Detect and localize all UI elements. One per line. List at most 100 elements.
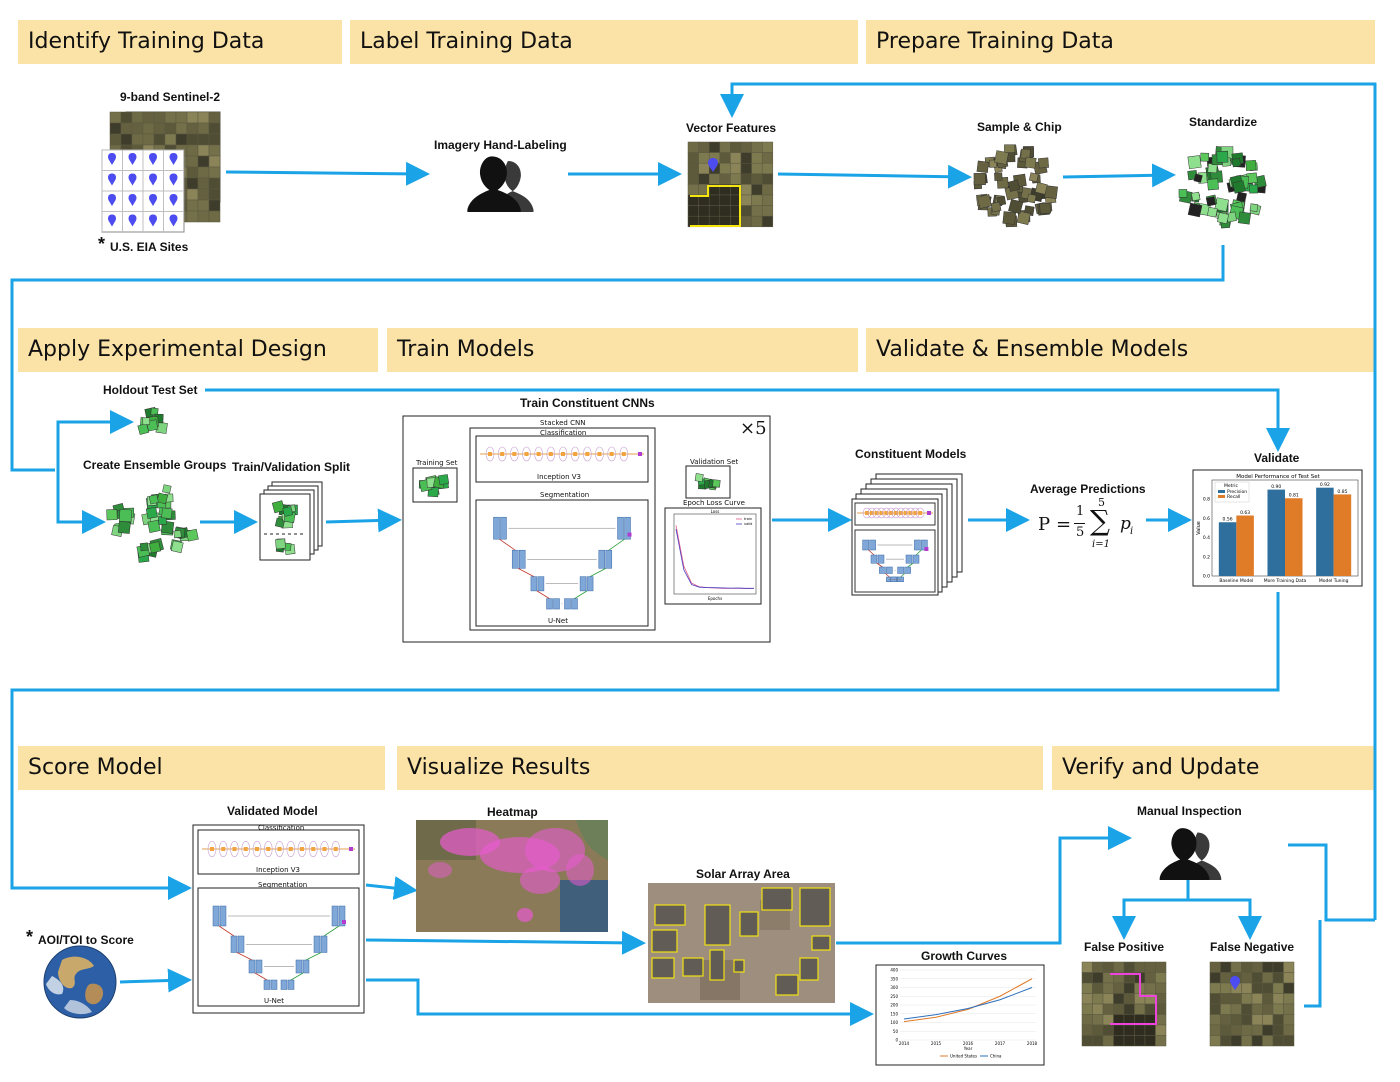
- growth-ytick: 150: [890, 1011, 898, 1016]
- loss-legend-label: valid: [744, 522, 752, 526]
- standardize-chips-cluster: [1178, 146, 1267, 229]
- growth-legend-label: United States: [950, 1054, 977, 1059]
- perf-bar-label: 0.56: [1223, 517, 1233, 523]
- formula-eq: =: [1056, 514, 1072, 535]
- header-validate-ensemble: Validate & Ensemble Models: [866, 328, 1375, 372]
- growth-series-line: [903, 978, 1033, 1023]
- fn-label: False Negative: [1210, 940, 1295, 954]
- holdout-chips-cluster: [137, 407, 168, 435]
- earth-icon: [43, 945, 117, 1019]
- perf-legend-label: Precision: [1227, 489, 1247, 495]
- ensemble-groups-label: Create Ensemble Groups: [83, 458, 227, 472]
- split-stack: [259, 481, 323, 561]
- validate-label: Validate: [1254, 451, 1300, 465]
- perf-bar-label: 0.63: [1240, 510, 1250, 516]
- perf-category-label: Model Tuning: [1319, 578, 1349, 584]
- sentinel-label: 9-band Sentinel-2: [120, 90, 221, 104]
- epoch-loss-label: Epoch Loss Curve: [683, 499, 745, 507]
- perf-ytick: 0.0: [1203, 574, 1210, 580]
- inception-label: Inception V3: [537, 473, 581, 481]
- validated-model-label: Validated Model: [227, 804, 318, 818]
- growth-ytick: 350: [890, 976, 898, 981]
- vm-classification-label: Classification: [258, 824, 305, 832]
- perf-bar: [1218, 522, 1237, 576]
- perf-bar-label: 0.81: [1289, 493, 1299, 499]
- perf-bar: [1316, 487, 1334, 576]
- growth-ytick: 0: [895, 1038, 898, 1043]
- growth-xtick: 2015: [931, 1041, 942, 1046]
- aoi-star: *: [26, 927, 34, 947]
- perf-bar: [1285, 498, 1303, 576]
- formula-p: p: [1120, 514, 1131, 534]
- avg-pred-label: Average Predictions: [1030, 482, 1146, 496]
- performance-bar-chart: Model Performance of Test SetValue0.00.2…: [1196, 474, 1359, 584]
- header-score: Score Model: [18, 746, 385, 790]
- heatmap-label: Heatmap: [487, 805, 538, 819]
- formula-den: 5: [1076, 525, 1085, 540]
- formula-sigma: ∑: [1090, 504, 1110, 537]
- loss-title: Loss: [711, 509, 720, 514]
- false-positive-image: [1081, 961, 1167, 1047]
- header-score-label: Score Model: [28, 755, 163, 780]
- formula-bar: [1074, 523, 1085, 524]
- header-visualize: Visualize Results: [397, 746, 1043, 790]
- growth-ytick: 100: [890, 1020, 898, 1025]
- header-verify: Verify and Update: [1052, 746, 1375, 790]
- ensemble-chips-cluster: [106, 484, 199, 563]
- segmentation-label: Segmentation: [540, 491, 590, 499]
- perf-legend-title: Metric: [1224, 483, 1239, 489]
- hand-label-label: Imagery Hand-Labeling: [434, 138, 567, 152]
- eia-site-pins: [101, 149, 184, 232]
- growth-label: Growth Curves: [921, 949, 1008, 963]
- header-train-label: Train Models: [397, 337, 535, 362]
- fp-label: False Positive: [1084, 940, 1165, 954]
- holdout-label: Holdout Test Set: [103, 383, 198, 397]
- vector-label: Vector Features: [686, 121, 777, 135]
- sample-label: Sample & Chip: [977, 120, 1062, 134]
- aoi-label: AOI/TOI to Score: [38, 933, 134, 947]
- header-label: Label Training Data: [350, 20, 858, 64]
- perf-bar: [1267, 489, 1285, 576]
- constituent-label: Constituent Models: [855, 447, 967, 461]
- solar-label: Solar Array Area: [696, 867, 790, 881]
- formula-P: P: [1038, 514, 1051, 535]
- constituent-models-stack: [851, 473, 963, 596]
- loss-series-line: [675, 529, 754, 589]
- classification-label: Classification: [540, 429, 587, 437]
- heatmap-image: [416, 820, 608, 932]
- perf-ytick: 0.8: [1203, 497, 1210, 503]
- validation-set-label: Validation Set: [690, 458, 739, 466]
- vm-unet-label: U-Net: [264, 997, 284, 1005]
- vector-features-image: [687, 141, 774, 228]
- perf-ytick: 0.4: [1203, 535, 1210, 541]
- formula-bottom: i=1: [1092, 539, 1110, 550]
- header-prepare-label: Prepare Training Data: [876, 29, 1114, 54]
- formula-num: 1: [1076, 504, 1085, 519]
- growth-ytick: 300: [890, 985, 898, 990]
- growth-legend-label: China: [990, 1054, 1002, 1059]
- manual-label: Manual Inspection: [1137, 804, 1242, 818]
- training-set-label: Training Set: [416, 459, 458, 467]
- header-identify: Identify Training Data: [18, 20, 342, 64]
- growth-chart-box: [875, 964, 1045, 1066]
- perf-category-label: More Training Data: [1264, 578, 1307, 584]
- stacked-cnn-label: Stacked CNN: [540, 419, 586, 427]
- eia-label: U.S. EIA Sites: [110, 240, 189, 254]
- header-validate-ensemble-label: Validate & Ensemble Models: [876, 337, 1189, 362]
- growth-xtick: 2014: [899, 1041, 910, 1046]
- perf-bar: [1333, 494, 1352, 576]
- perf-bar-label: 0.85: [1337, 489, 1347, 495]
- perf-bar-label: 0.90: [1271, 484, 1281, 490]
- perf-category-label: Baseline Model: [1219, 578, 1253, 584]
- eia-star: *: [98, 234, 106, 254]
- growth-ytick: 250: [890, 994, 898, 999]
- growth-xtick: 2018: [1027, 1041, 1038, 1046]
- header-verify-label: Verify and Update: [1062, 755, 1260, 780]
- growth-ytick: 50: [893, 1029, 899, 1034]
- header-identify-label: Identify Training Data: [28, 29, 265, 54]
- unet-label: U-Net: [548, 617, 568, 625]
- growth-xtick: 2017: [995, 1041, 1006, 1046]
- header-apply-label: Apply Experimental Design: [28, 337, 327, 362]
